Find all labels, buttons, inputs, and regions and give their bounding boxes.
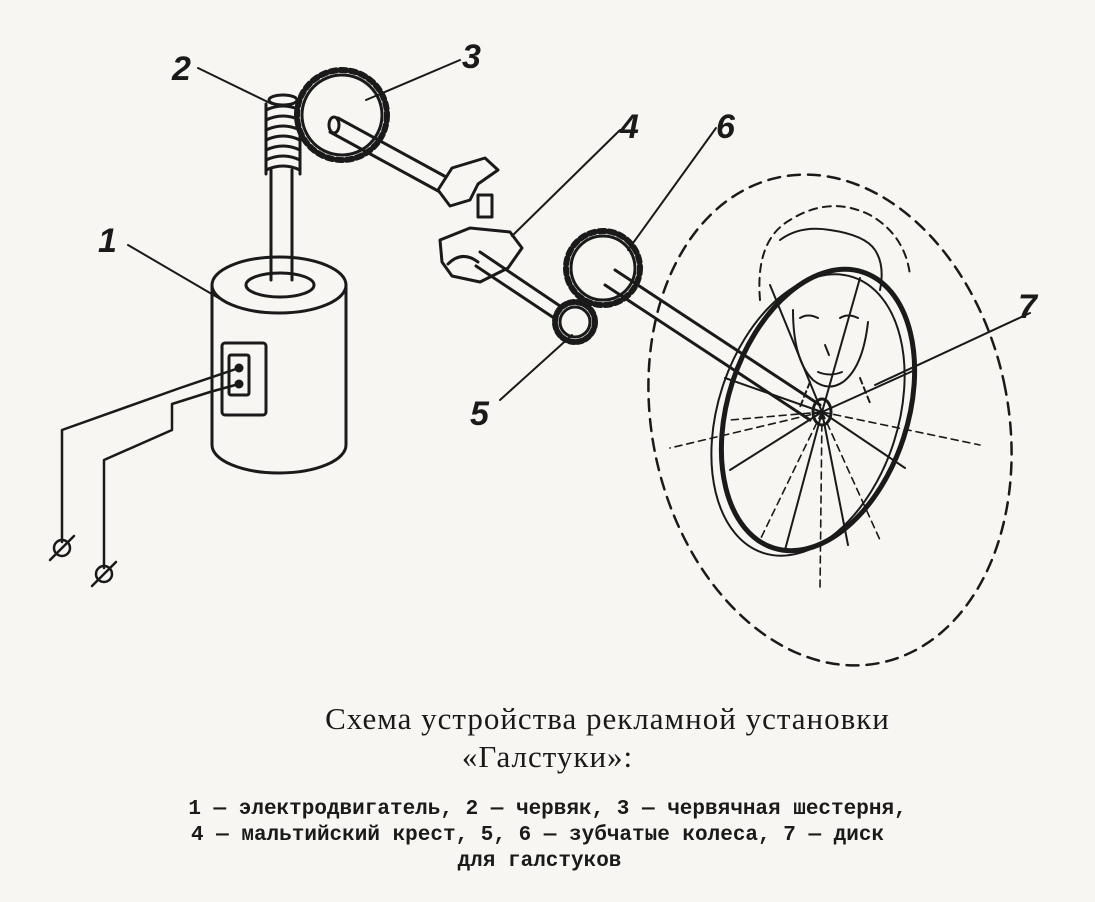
legend-line-1: 1 — электродвигатель, 2 — червяк, 3 — че… [188,798,907,821]
callout-5: 5 [470,395,490,433]
callout-3: 3 [462,38,481,76]
callout-leaders [127,59,1031,401]
callout-1: 1 [98,222,117,260]
electric-motor [210,255,348,475]
worm-gear [294,67,390,163]
display-outline [647,173,1013,667]
disk-shaft [603,268,822,422]
worm [264,93,302,176]
callout-7: 7 [1018,288,1039,326]
gear-6 [563,228,643,308]
callout-6: 6 [716,108,736,146]
gear-5 [552,299,598,345]
tie-disk [669,266,981,591]
gear-shaft [327,115,450,194]
legend-line-3: для галстуков [457,850,622,873]
motor-shaft [269,168,294,282]
legend-line-2: 4 — мальтийский крест, 5, 6 — зубчатые к… [190,824,885,847]
caption-title-line-2: «Галстуки»: [461,739,634,774]
caption-title-line-1: Схема устройства рекламной установки [325,701,890,736]
callout-4: 4 [619,108,639,146]
maltese-cross [436,156,524,284]
callout-2: 2 [171,50,191,88]
cross-shaft [474,250,562,320]
power-wires [48,366,241,588]
mechanism-diagram: 1 2 3 4 6 5 7 [48,38,1039,667]
